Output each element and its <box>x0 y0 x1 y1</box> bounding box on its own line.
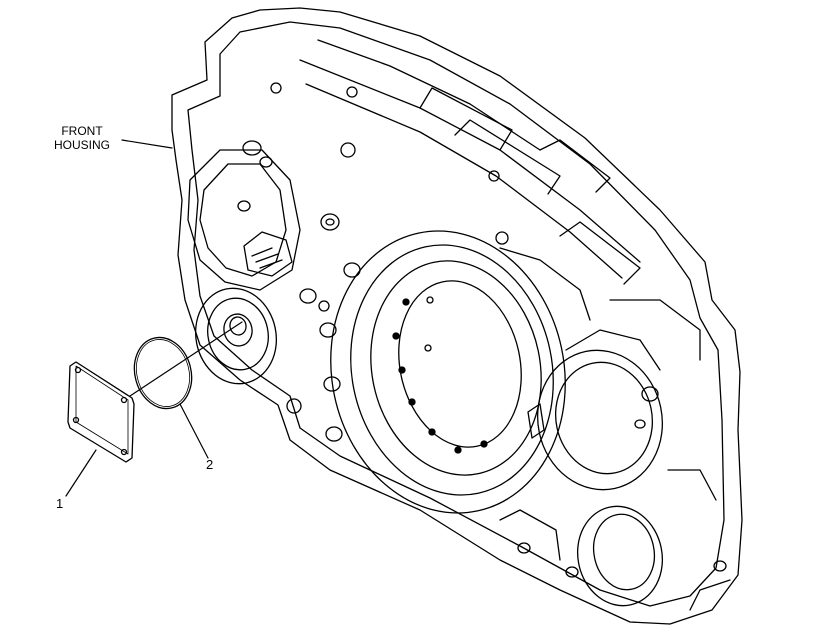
assembly-centerline <box>129 321 243 397</box>
leader-lines <box>65 139 243 497</box>
front-housing-leader <box>121 139 173 149</box>
callout-number-2: 2 <box>206 457 214 472</box>
item-2-leader <box>179 403 209 459</box>
front-housing <box>171 7 743 625</box>
item-1-leader <box>65 449 97 497</box>
cover-plate <box>67 361 135 463</box>
front-housing-label: FRONT HOUSING <box>53 124 110 152</box>
callout-number-1: 1 <box>56 496 64 511</box>
o-ring-seal <box>133 336 193 410</box>
